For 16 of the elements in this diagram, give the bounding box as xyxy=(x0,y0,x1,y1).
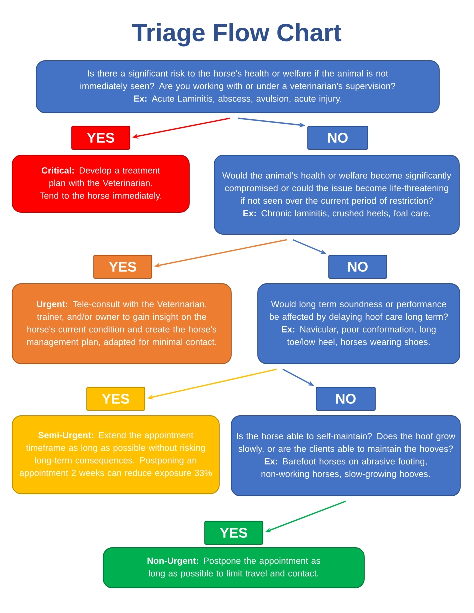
action-box: Semi-Urgent: Extend the appointment timeframe as long as possible without risking long-term consequences. Postponing an appointment 2 weeks can reduce exposure 33% xyxy=(12,416,220,494)
answer-label-box: NO xyxy=(308,126,368,150)
title: Triage Flow Chart xyxy=(132,23,342,47)
action-box: Non-Urgent: Postpone the appointment as long as possible to limit travel and contact. xyxy=(103,548,365,588)
answer-label-box: NO xyxy=(316,387,376,411)
action-box: Critical: Develop a treatment plan with the Veterinarian. Tend to the horse immediately. xyxy=(12,155,190,213)
question-box: Would the animal's health or welfare become significantly compromised or could the issue become life-threatening if not seen over the current period of restriction? Ex: Chronic laminitis, crushed heels, foal care. xyxy=(214,155,460,235)
action-box: Urgent: Tele-consult with the Veterinarian, trainer, and/or owner to gain insight on the horse's current condition and create the horse's management plan, adapted for minimal contact. xyxy=(12,284,232,364)
answer-label-box: YES xyxy=(94,255,152,279)
question-box: Is the horse able to self-maintain? Does the hoof grow slowly, or are the clients able to maintain the hooves? Ex: Barefoot horses on abrasive footing, non-working horses, slow-growing hooves. xyxy=(231,416,461,496)
answer-label-box: YES xyxy=(72,126,130,150)
question-box: Is there a significant risk to the horse's health or welfare if the animal is not immediately seen? Are you working with or under a veterinarian's supervision? Ex: Acute Laminitis, abscess, avulsion, acute injury. xyxy=(36,60,440,114)
answer-label-box: YES xyxy=(86,387,146,411)
answer-label-box: YES xyxy=(204,521,264,545)
question-box: Would long term soundness or performance be affected by delaying hoof care long term? Ex: Navicular, poor conformation, long toe/low heel, horses wearing shoes. xyxy=(258,284,460,364)
answer-label-box: NO xyxy=(328,255,388,279)
